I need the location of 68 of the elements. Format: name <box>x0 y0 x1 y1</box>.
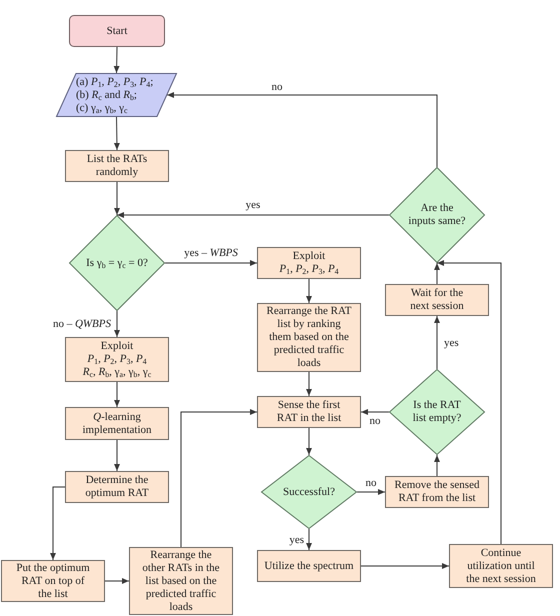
process-box <box>449 544 553 588</box>
flow-arrow <box>360 409 390 415</box>
flow-arrow <box>356 489 386 495</box>
step-label: Rearrange the other RATs in the list based on the predicted traffic loads <box>141 548 221 614</box>
step-label: Continue utilization until the next session <box>465 546 537 586</box>
flow-arrow <box>434 262 440 284</box>
flow-arrow <box>114 440 120 472</box>
question-label: Are the inputs same? <box>407 202 467 228</box>
step-label: Put the optimum RAT on top of the list <box>15 562 91 600</box>
flow-arrow <box>104 578 130 584</box>
flow-arrow <box>180 409 258 548</box>
flow-arrow <box>164 260 258 266</box>
input-parallelogram <box>56 73 177 117</box>
process-box <box>65 407 169 440</box>
step-label: Exploit <box>292 250 326 263</box>
edge-label: no – QWBPS <box>52 318 112 330</box>
decision-diamond <box>261 455 357 529</box>
process-box <box>65 337 169 382</box>
start-terminal <box>69 15 165 47</box>
flow-arrow <box>434 316 440 370</box>
flow-arrow <box>306 278 312 304</box>
step-label: R$_{c}$, R$_{b}$, γ$_{a}$, γ$_{b}$, γ$_{c}$ <box>82 366 152 379</box>
process-box <box>65 471 169 503</box>
input-label: (a) P$_{1}$, P$_{2}$, P$_{3}$, P$_{4}$; <box>76 76 154 88</box>
step-label: Sense the first RAT in the list <box>276 399 342 425</box>
question-label: Successful? <box>283 486 335 498</box>
process-box <box>257 247 361 279</box>
input-label: (b) R$_{c}$ and R$_{b}$; <box>76 88 137 102</box>
flow-arrow <box>360 563 450 569</box>
step-label: P$_{1}$, P$_{2}$, P$_{3}$, P$_{4}$ <box>279 263 339 276</box>
step-label: Determine the optimum RAT <box>84 474 150 500</box>
flow-arrow <box>114 116 120 150</box>
edge-label: yes – WBPS <box>183 247 239 259</box>
flow-arrow <box>114 310 120 338</box>
flow-arrow <box>306 372 312 396</box>
flow-arrow <box>50 486 66 560</box>
flow-arrow <box>114 46 120 74</box>
step-label: List the RATs randomly <box>86 153 148 179</box>
flow-arrow <box>116 212 390 218</box>
flow-arrow <box>166 92 438 168</box>
flow-arrow <box>306 528 312 550</box>
step-label: Exploit <box>100 340 134 353</box>
flow-arrow <box>114 382 120 408</box>
flow-arrow <box>114 182 120 216</box>
input-label: (c) γ$_{a}$, γ$_{b}$, γ$_{c}$ <box>76 102 128 114</box>
decision-diamond <box>69 215 165 311</box>
flow-arrow <box>436 260 502 544</box>
flow-arrow <box>434 454 440 476</box>
process-box <box>65 150 169 182</box>
step-label: Utilize the spectrum <box>264 560 354 572</box>
step-label: Q-learning implementation <box>81 410 153 436</box>
process-box <box>129 547 233 615</box>
start-label: Start <box>106 24 128 38</box>
step-label: Wait for the next session <box>409 287 465 313</box>
process-box <box>257 550 361 582</box>
question-label: Is γ$_{b}$ = γ$_{c}$ = 0? <box>86 256 148 270</box>
flow-arrow <box>306 428 312 456</box>
step-label: Rearrange the RAT list by ranking them based on the predicted traffic loads <box>266 305 352 370</box>
step-label: P$_{1}$, P$_{2}$, P$_{3}$, P$_{4}$ <box>87 353 147 366</box>
step-label: Remove the sensed RAT from the list <box>394 479 480 505</box>
process-box <box>257 303 361 372</box>
decision-diamond <box>389 167 485 263</box>
process-box <box>1 560 105 602</box>
decision-diamond <box>389 369 485 455</box>
process-box <box>257 396 361 428</box>
process-box <box>385 476 489 508</box>
process-box <box>385 284 489 316</box>
question-label: Is the RAT list empty? <box>412 399 462 425</box>
